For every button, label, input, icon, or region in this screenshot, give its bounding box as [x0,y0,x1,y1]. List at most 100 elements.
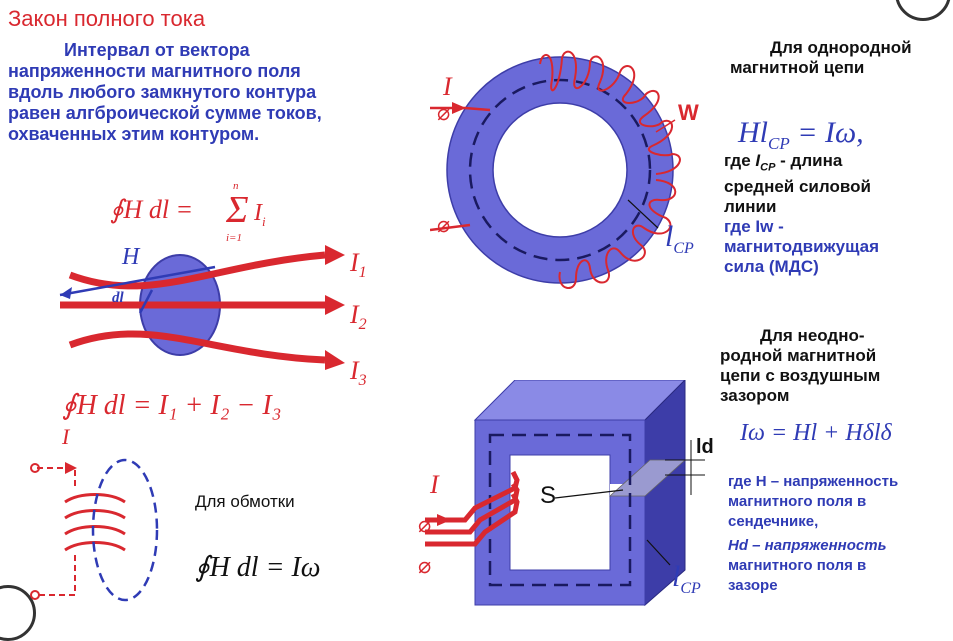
uniform-where-line: средней силовой [724,177,871,197]
core-lcp-var: l [672,560,681,593]
current-loop-figure [59,245,345,370]
formula-sum-lhs: ∮H dl = [110,195,194,224]
toroid-lcp-sub: CP [673,240,694,257]
terminal-icon: ⌀ [418,512,432,537]
arrow-i2 [325,295,345,315]
core-winding [425,470,520,547]
toroid-lead-out [430,223,471,232]
uniform-where-var: I [755,151,761,170]
toroid-lcp-label: lCP [665,220,694,258]
uniform-where-line: где ICP - длина [724,151,949,177]
intro-line: напряженности магнитного поля [8,61,301,81]
terminal-icon: ⌀ [437,100,451,125]
terminal-icon: ⌀ [418,553,432,578]
uniform-where: где ICP - длина средней силовой линии гд… [724,151,949,277]
core-lcp-sub: CP [680,580,701,597]
uniform-formula-lhs: Hl [738,116,768,149]
uniform-heading-line: Для однородной [770,38,912,57]
uniform-heading-line: магнитной цепи [730,58,865,77]
core-current-label: I [430,470,439,499]
toroid-inner-edge [492,102,628,238]
core-window [509,454,611,571]
nonuniform-heading: Для неодно- родной магнитной цепи с возд… [720,326,950,406]
nonuniform-note-line: Hd – напряженность [728,537,887,554]
label-dl: dl [112,290,124,306]
coil-lead-out [37,555,76,596]
label-i3-sub: 3 [358,372,367,390]
vector-h [59,265,216,297]
coil-lead-in [37,467,76,490]
core-arrow [437,514,451,526]
label-i1-sub: 1 [358,264,367,282]
toroid-winding [539,50,681,289]
nonuniform-note-line: где H – напряженность [728,473,899,490]
core-figure [425,380,705,607]
intro-line: равен алгброической сумме токов, [8,103,322,123]
nonuniform-heading-line: родной магнитной [720,346,877,365]
sum-symbol: Σ [226,189,249,231]
sum-rhs: Ii [254,200,266,230]
vector-h-arrow [60,287,72,299]
label-i3-var: I [350,356,359,385]
arrow-i1 [325,245,345,265]
toroid-current-label: I [443,72,452,101]
coil-caption: Для обмотки [195,492,295,511]
vector-dl [138,289,154,314]
label-i2-sub: 2 [358,316,367,334]
core-mean-line [488,433,632,587]
label-i2: I2 [350,300,367,334]
wire-i1 [68,251,326,290]
formula-sum: ∮H dl = [110,195,193,225]
coil-current-label: I [62,424,70,449]
label-i1-var: I [350,248,359,277]
nonuniform-heading-line: зазором [720,386,790,405]
uniform-where-pre: где [724,151,756,170]
uniform-where-line: где Iw - [724,217,784,237]
toroid-figure [430,50,681,289]
uniform-where-line: линии [724,197,777,217]
uniform-formula-sub: CP [768,134,790,153]
sum-rhs-sub: i [262,213,266,229]
label-h: H [122,244,140,270]
coil-figure [30,458,159,602]
gap-length-label: ld [696,436,714,458]
page-title: Закон полного тока [8,6,206,31]
nonuniform-note-line: магнитного поля в [728,557,867,574]
uniform-where-post: - длина [775,151,843,170]
uniform-where-sub: CP [760,161,776,174]
toroid-mean-line [468,78,652,262]
decorative-circle [895,0,951,21]
formula-coil: ∮H dl = Iω [195,552,321,583]
label-i1: I1 [350,248,367,282]
sum-rhs-var: I [254,200,262,226]
lcp-leader [627,199,659,229]
nonuniform-formula: Iω = Hl + Hδlδ [740,420,892,446]
arrow-i3 [325,350,345,370]
wire-i3 [68,330,326,364]
coil-contour [91,458,159,602]
nonuniform-heading-line: цепи с воздушным [720,366,881,385]
intro-line: вдоль любого замкнутого контура [8,82,317,102]
toroid-lcp-var: l [665,220,674,253]
uniform-heading: Для однородной магнитной цепи [730,38,950,78]
winding-label: W [678,100,699,125]
coil-arrow [65,462,77,474]
formula-currents: ∮H dl = I₁ + I₂ − I₃ [62,390,282,421]
uniform-where-line: сила (МДС) [724,257,819,277]
nonuniform-note-line: сендечнике, [728,513,819,530]
core-lcp-label: lCP [672,560,701,598]
nonuniform-note-line: зазоре [728,577,778,594]
nonuniform-note-line: магнитного поля в [728,493,867,510]
intro-line: охваченных этим контуром. [8,124,260,144]
w-leader [655,119,676,133]
intro-text: Интервал от вектора напряженности магнит… [8,40,408,145]
intro-line: Интервал от вектора [64,40,250,60]
label-i3: I3 [350,356,367,390]
s-leader [554,489,624,499]
toroid-arrow [452,102,466,114]
uniform-formula: HlCP = Iω, [738,116,864,154]
terminal [30,463,40,473]
gap-area-label: S [540,482,557,509]
sum-top: n [233,180,239,192]
sum-bottom: i=1 [226,232,242,244]
